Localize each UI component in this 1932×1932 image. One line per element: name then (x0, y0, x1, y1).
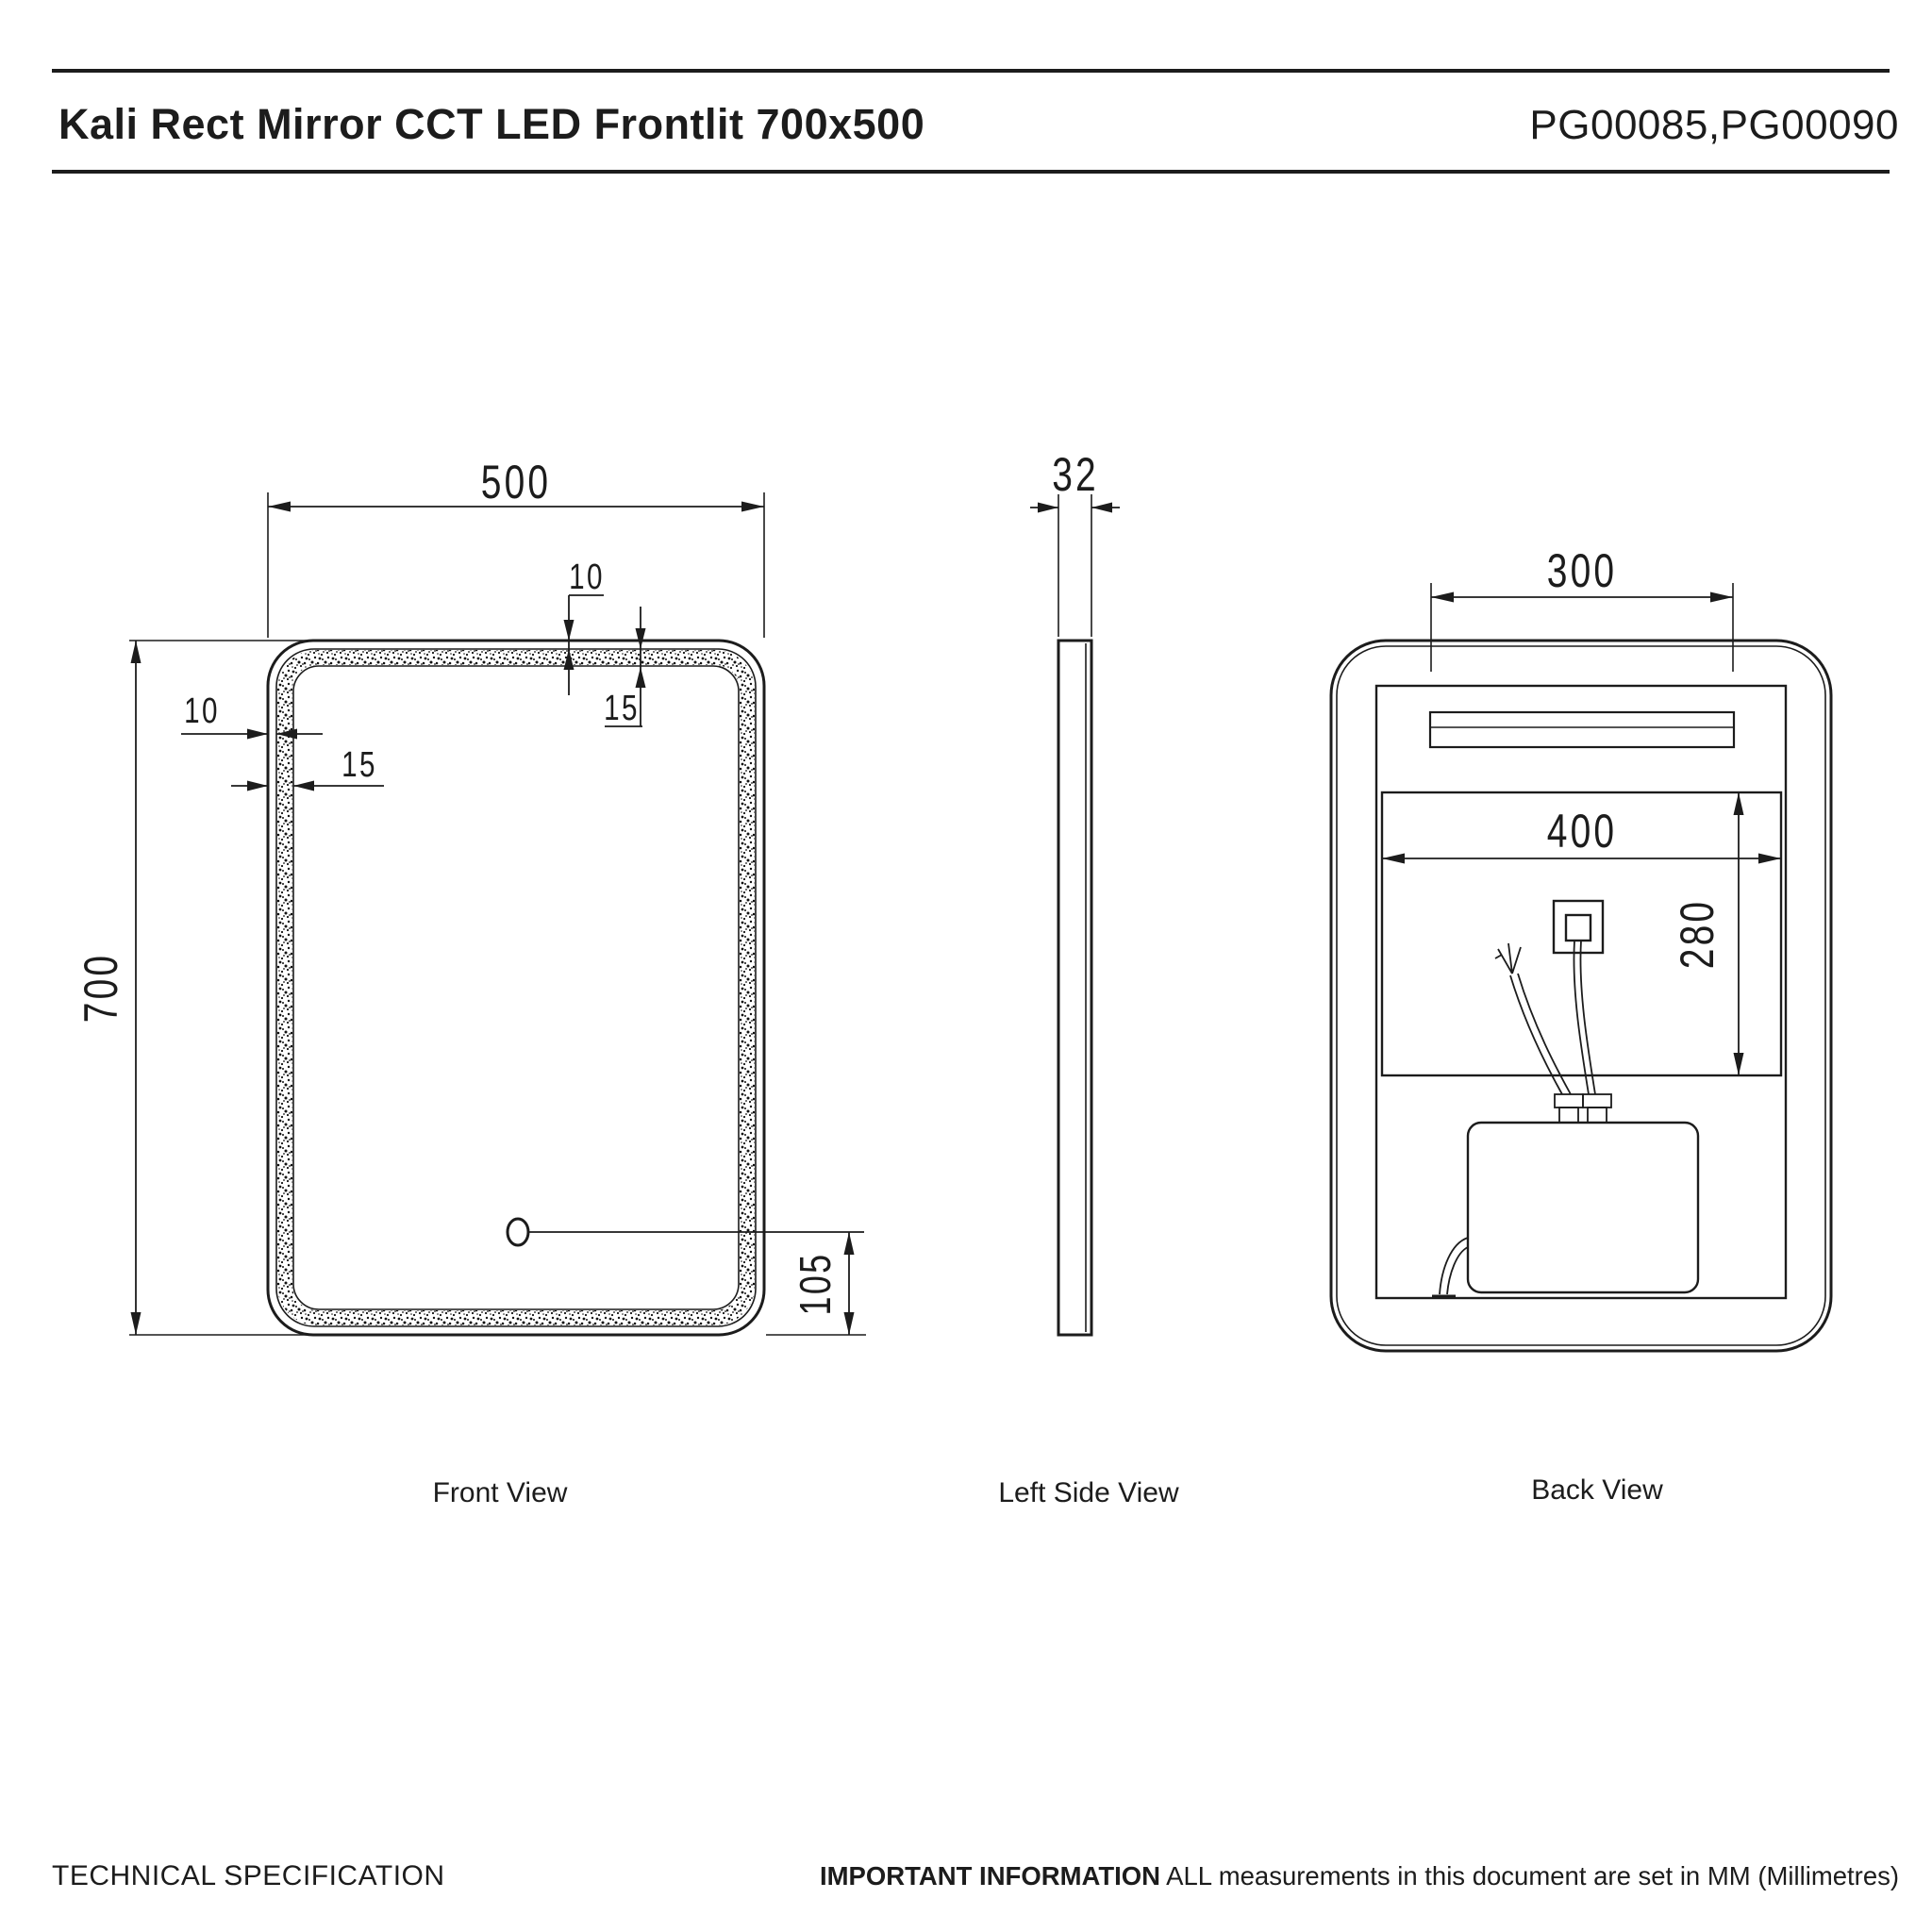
dim-280: 280 (1670, 792, 1744, 1075)
footer-notice: IMPORTANT INFORMATION ALL measurements i… (820, 1861, 1899, 1890)
front-view-label: Front View (433, 1477, 568, 1508)
driver-output-wire (1432, 1237, 1469, 1298)
dim-280-label: 280 (1670, 899, 1724, 969)
dim-left-10-label: 10 (184, 691, 220, 731)
junction-box (1552, 899, 1605, 955)
touch-sensor (506, 1217, 864, 1247)
footer-notice-text: ALL measurements in this document are se… (1160, 1861, 1899, 1890)
front-mirror-outline (266, 639, 766, 1337)
dim-105: 105 (766, 1232, 866, 1336)
dim-left-10: 10 (181, 691, 323, 740)
back-outline-inner-line (1336, 645, 1826, 1346)
dim-32-label: 32 (1052, 447, 1099, 501)
dim-left-15-label: 15 (341, 745, 377, 785)
dim-300: 300 (1430, 543, 1734, 672)
footer: TECHNICAL SPECIFICATION IMPORTANT INFORM… (52, 1860, 1899, 1891)
back-view: 300 400 280 (1329, 543, 1833, 1506)
header: Kali Rect Mirror CCT LED Frontlit 700x50… (52, 69, 1899, 174)
dim-700: 700 (74, 640, 443, 1336)
dim-top-15: 15 (604, 607, 646, 728)
cable-glands (1554, 1093, 1612, 1124)
dim-400: 400 (1382, 804, 1781, 864)
back-frame-box (1374, 684, 1788, 1300)
product-codes: PG00085,PG00090 (1529, 102, 1899, 148)
dim-top-15-label: 15 (604, 689, 640, 728)
footer-notice-bold: IMPORTANT INFORMATION (820, 1861, 1160, 1890)
front-glass-edge-line (275, 648, 757, 1327)
dim-left-15: 15 (231, 745, 384, 791)
back-cutout-panel (1380, 791, 1783, 1077)
front-view: 500 700 10 15 (74, 455, 866, 1508)
junction-wire (1573, 940, 1596, 1095)
dim-top-10-label: 10 (569, 558, 605, 597)
dim-500: 500 (267, 455, 765, 638)
dim-105-label: 105 (791, 1253, 840, 1316)
side-view: 32 Left Side View (998, 447, 1179, 1508)
dim-400-label: 400 (1547, 804, 1617, 858)
sensor-icon (506, 1217, 530, 1247)
footer-section-label: TECHNICAL SPECIFICATION (52, 1860, 445, 1891)
side-profile-outline (1057, 639, 1093, 1337)
dim-top-10: 10 (563, 558, 605, 695)
page-title: Kali Rect Mirror CCT LED Frontlit 700x50… (58, 100, 924, 148)
dim-32: 32 (1030, 447, 1120, 637)
front-led-inner-line (292, 665, 740, 1310)
mains-cable (1494, 942, 1572, 1095)
hanging-bracket (1428, 710, 1736, 749)
back-outline (1329, 639, 1833, 1353)
dim-700-label: 700 (74, 953, 127, 1023)
dim-300-label: 300 (1547, 543, 1617, 597)
led-driver-box (1466, 1121, 1700, 1294)
front-led-stipple-band (277, 650, 755, 1325)
side-view-label: Left Side View (998, 1477, 1179, 1508)
back-view-label: Back View (1531, 1474, 1663, 1506)
dim-500-label: 500 (481, 455, 551, 508)
